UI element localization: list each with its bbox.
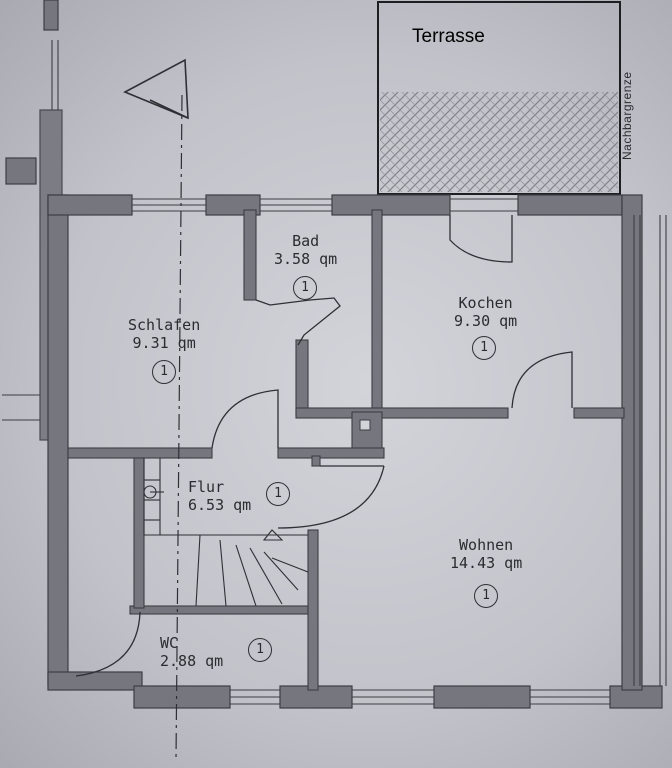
door-swings (75, 215, 573, 677)
terrace-outline (377, 1, 621, 195)
room-name: Wohnen (459, 536, 514, 554)
staircase (143, 458, 309, 607)
room-name: Bad (292, 232, 320, 250)
north-arrow (123, 58, 189, 120)
section-line (175, 94, 183, 761)
terrace-label: Terrasse (412, 26, 485, 47)
room-name: WC (160, 634, 179, 652)
room-wc: WC 2.88 qm (160, 634, 223, 670)
room-name: Schlafen (128, 316, 201, 334)
property-line-label: Nachbargrenze (620, 71, 634, 160)
room-name: Kochen (458, 294, 513, 312)
terrace-paving (380, 92, 618, 192)
room-kochen: Kochen 9.30 qm (454, 294, 517, 330)
interior-walls (67, 209, 625, 691)
room-number-badge: 1 (472, 336, 496, 360)
room-area: 9.30 qm (454, 312, 518, 330)
room-number-badge: 1 (152, 360, 176, 384)
room-number-badge: 1 (293, 276, 317, 300)
room-name: Flur (188, 478, 225, 496)
room-flur: Flur 6.53 qm (188, 478, 251, 514)
window-lines (2, 40, 667, 705)
room-bad: Bad 3.58 qm (274, 232, 337, 268)
room-wohnen: Wohnen 14.43 qm (450, 536, 522, 572)
room-area: 2.88 qm (160, 652, 224, 670)
room-area: 9.31 qm (132, 334, 196, 352)
room-area: 14.43 qm (450, 554, 523, 572)
room-schlafen: Schlafen 9.31 qm (128, 316, 200, 352)
room-number-badge: 1 (248, 638, 272, 662)
room-number-badge: 1 (474, 584, 498, 608)
room-area: 3.58 qm (274, 250, 338, 268)
room-area: 6.53 qm (188, 496, 252, 514)
room-number-badge: 1 (266, 482, 290, 506)
